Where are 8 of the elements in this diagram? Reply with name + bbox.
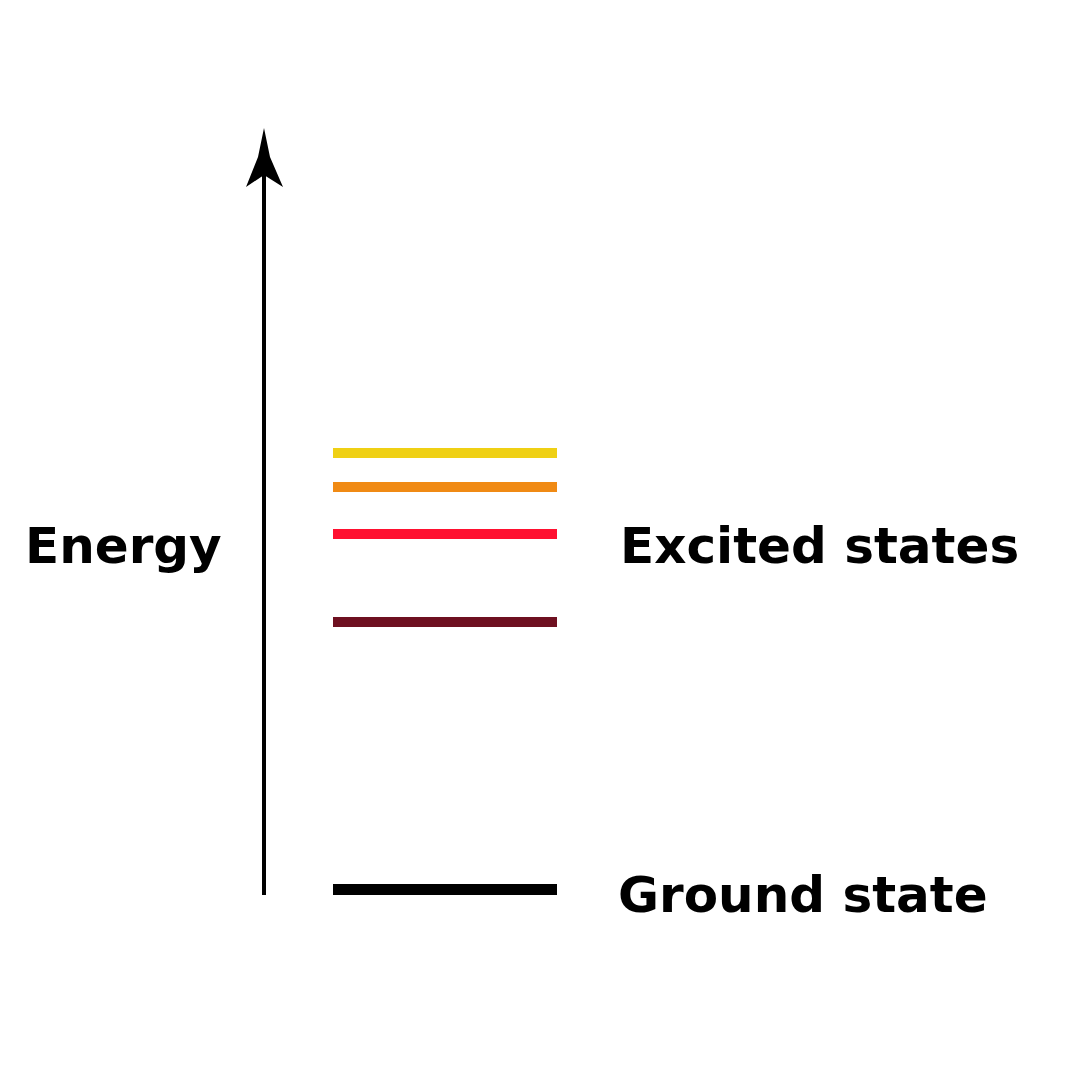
level-label: Ground state — [618, 865, 988, 925]
energy-level-bar — [333, 448, 557, 458]
level-label: Excited states — [620, 516, 1020, 576]
energy-level-bar — [333, 883, 557, 895]
energy-level-bar — [333, 617, 557, 627]
axis-label: Energy — [25, 516, 222, 576]
energy-level-bar — [333, 482, 557, 492]
energy-level-bar — [333, 529, 557, 539]
